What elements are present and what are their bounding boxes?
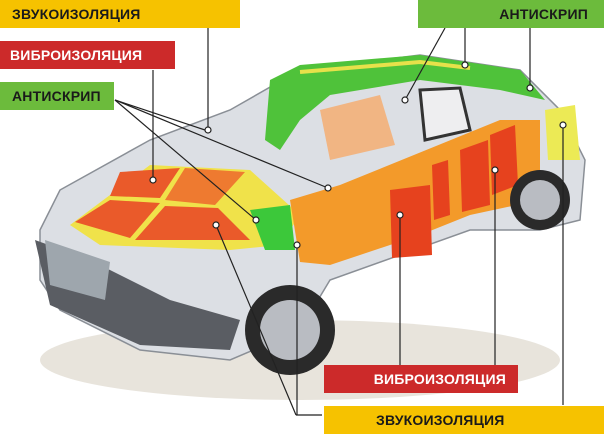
fender-antisqueak-zone: [250, 205, 295, 250]
label-antisqueak-left: АНТИСКРИП: [0, 82, 114, 110]
front-door-vibration-zone: [390, 185, 432, 258]
label-sound-insulation-top: ЗВУКОИЗОЛЯЦИЯ: [0, 0, 240, 28]
rear-door-vibration-zone: [460, 140, 490, 212]
label-vibration-insulation-bottom: ВИБРОИЗОЛЯЦИЯ: [324, 365, 518, 393]
roof-antisqueak-zone: [265, 55, 545, 150]
label-sound-insulation-bottom: ЗВУКОИЗОЛЯЦИЯ: [324, 406, 604, 434]
label-vibration-insulation-top: ВИБРОИЗОЛЯЦИЯ: [0, 41, 175, 69]
label-antisqueak-right: АНТИСКРИП: [418, 0, 604, 28]
